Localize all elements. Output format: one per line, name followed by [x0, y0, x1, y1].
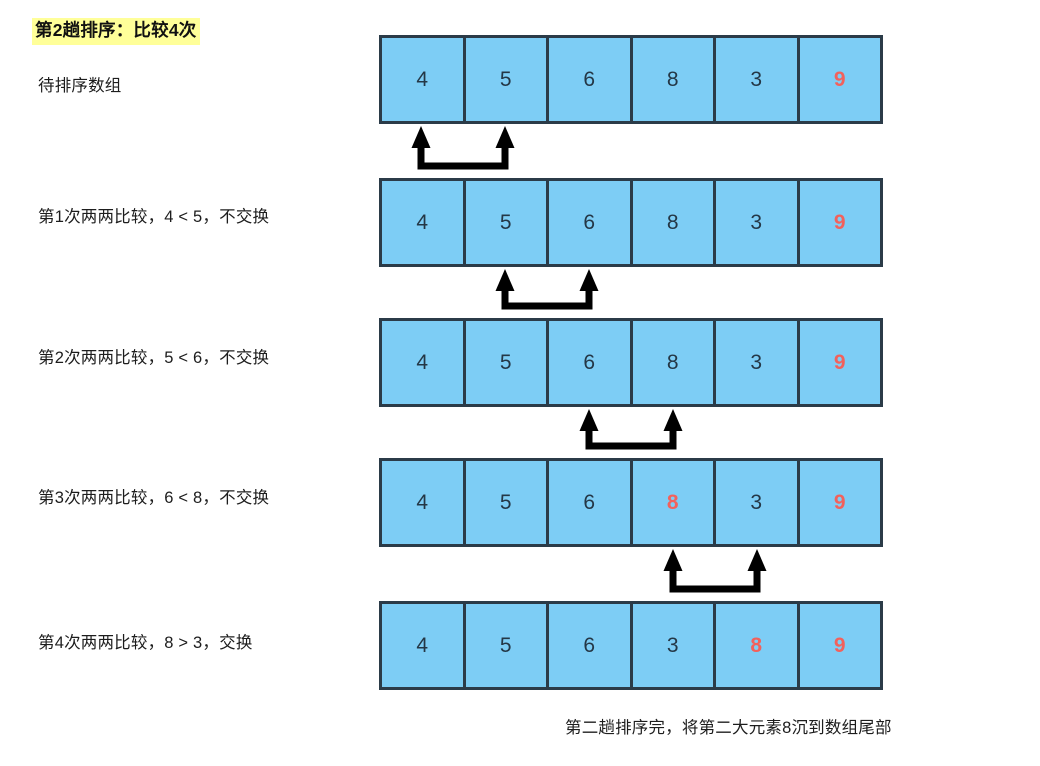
arrow-head: [579, 409, 599, 431]
array-cell: 4: [382, 181, 466, 264]
array-cell: 3: [716, 38, 800, 121]
row-caption-initial: 待排序数组: [38, 77, 122, 95]
array-cell: 8: [632, 321, 716, 404]
array-cell: 5: [465, 321, 549, 404]
arrow-head: [663, 549, 683, 571]
array-cell: 6: [549, 38, 633, 121]
arrow-head: [663, 409, 683, 431]
array-cell: 4: [382, 38, 466, 121]
array-cell: 6: [549, 321, 633, 404]
array-cell: 5: [465, 181, 549, 264]
array-cell: 8: [632, 38, 716, 121]
array-cell: 4: [382, 321, 466, 404]
array-cell: 5: [465, 461, 549, 544]
compare-arrow-1: [395, 124, 531, 178]
compare-arrow-4: [647, 547, 783, 601]
page-title: 第2趟排序：比较4次: [32, 18, 201, 45]
array-cell: 9: [799, 461, 880, 544]
array-cell: 9: [799, 38, 880, 121]
array-cell: 8: [632, 461, 716, 544]
array-cell: 4: [382, 604, 466, 687]
array-cell: 3: [632, 604, 716, 687]
array-cell: 3: [716, 461, 800, 544]
compare-arrow-3: [563, 407, 699, 458]
array-cell: 8: [716, 604, 800, 687]
row-caption-step-1: 第1次两两比较，4 < 5，不交换: [38, 208, 270, 226]
array-cell: 8: [632, 181, 716, 264]
array-cell: 3: [716, 181, 800, 264]
row-caption-step-4: 第4次两两比较，8 > 3，交换: [38, 634, 253, 652]
array-cell: 6: [549, 181, 633, 264]
arrow-head: [579, 269, 599, 291]
array-cell: 5: [465, 604, 549, 687]
footer-note: 第二趟排序完，将第二大元素8沉到数组尾部: [565, 719, 892, 737]
array-cell: 9: [799, 321, 880, 404]
array-cell: 6: [549, 604, 633, 687]
arrow-head: [747, 549, 767, 571]
row-caption-step-3: 第3次两两比较，6 < 8，不交换: [38, 489, 270, 507]
compare-arrow-2: [479, 267, 615, 318]
arrow-head: [411, 126, 431, 148]
array-cell: 3: [716, 321, 800, 404]
array-cell: 9: [799, 604, 880, 687]
array-cell: 9: [799, 181, 880, 264]
array-cell: 4: [382, 461, 466, 544]
arrow-head: [495, 269, 515, 291]
array-cell: 5: [465, 38, 549, 121]
arrow-head: [495, 126, 515, 148]
array-cell: 6: [549, 461, 633, 544]
row-caption-step-2: 第2次两两比较，5 < 6，不交换: [38, 349, 270, 367]
